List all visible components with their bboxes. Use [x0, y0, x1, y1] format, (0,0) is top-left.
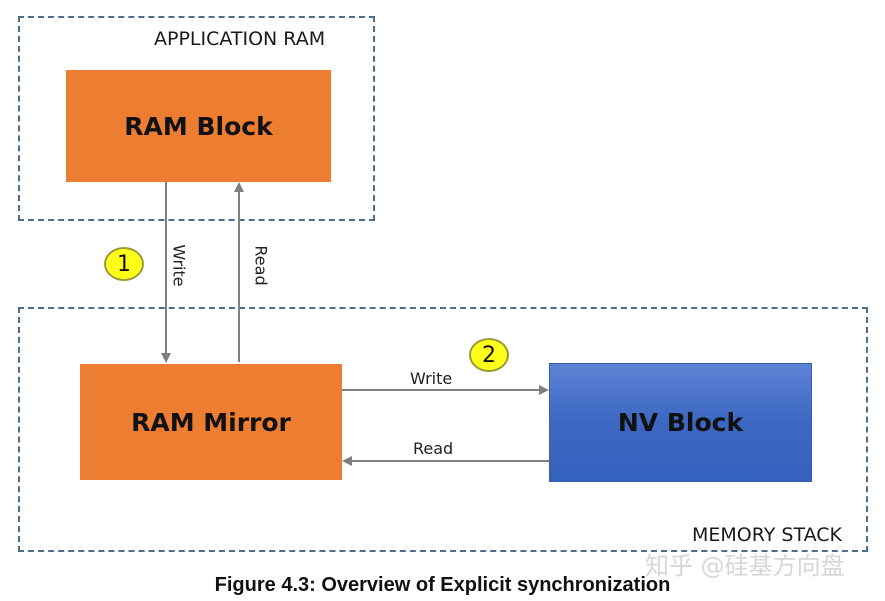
application-ram-container [18, 16, 375, 221]
arrow-label-write-1: Write [169, 244, 189, 287]
application-ram-label: APPLICATION RAM [154, 28, 326, 50]
arrow-label-read-2: Read [413, 439, 454, 458]
figure-caption: Figure 4.3: Overview of Explicit synchro… [214, 574, 671, 596]
ram-mirror-block: RAM Mirror [80, 364, 342, 480]
watermark: 知乎 @硅基方向盘 [645, 552, 845, 580]
arrow-label-write-2: Write [410, 369, 453, 388]
step-1-badge: 1 [104, 247, 144, 281]
memory-stack-container [18, 307, 868, 552]
arrow-label-read-1: Read [251, 245, 271, 286]
memory-stack-label: MEMORY STACK [692, 524, 842, 546]
ram-block: RAM Block [66, 70, 331, 182]
nv-block: NV Block [549, 363, 812, 482]
step-2-badge: 2 [469, 338, 509, 372]
